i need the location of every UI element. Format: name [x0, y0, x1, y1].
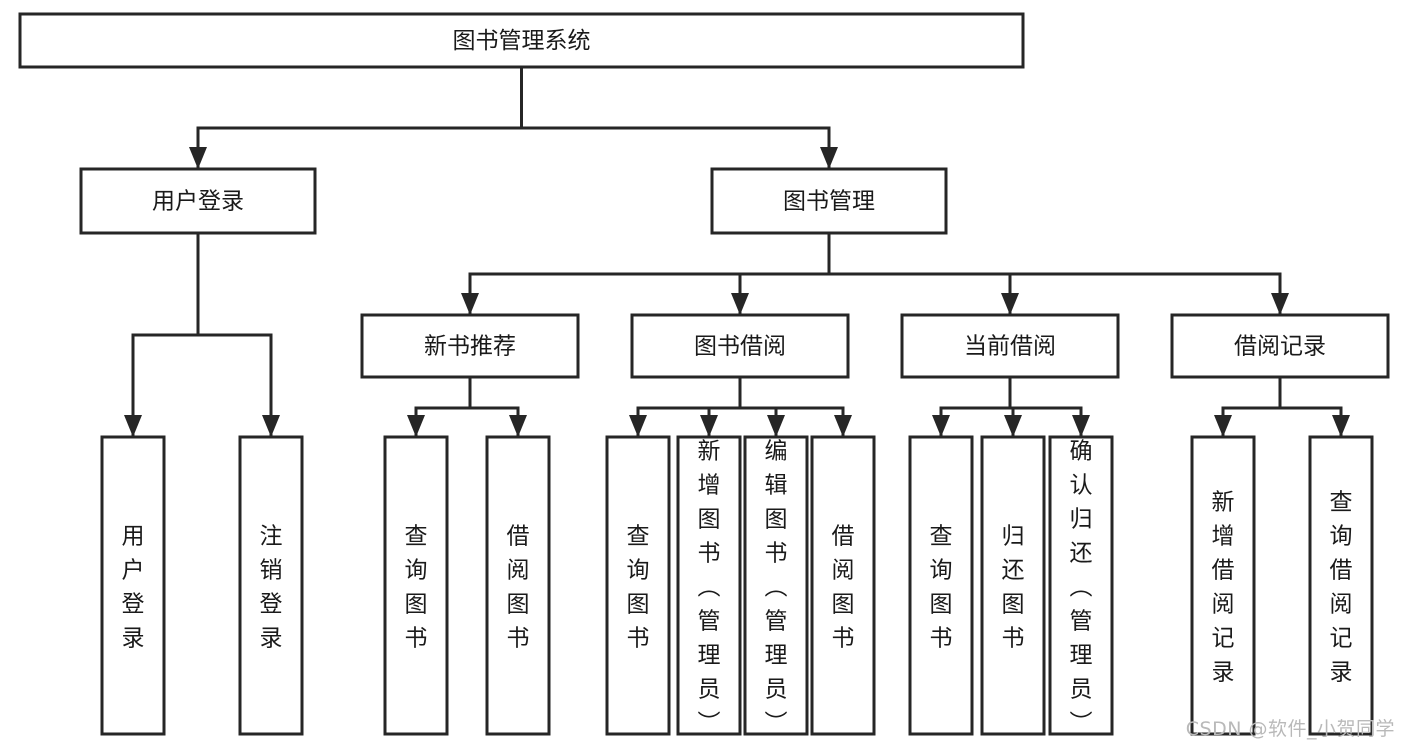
arrow-head-icon: [932, 415, 950, 437]
node-book-borrow-label: 图书借阅: [694, 334, 786, 360]
node-user-login[interactable]: [79, 167, 317, 235]
node-leaf-return-book[interactable]: [980, 435, 1046, 736]
arrow-head-icon: [189, 147, 207, 169]
node-borrow-record[interactable]: [1170, 313, 1390, 379]
arrow-head-icon: [834, 415, 852, 437]
node-leaf-query-book-rec[interactable]: [383, 435, 449, 736]
arrow-head-icon: [1214, 415, 1232, 437]
node-layer: 图书管理系统用户登录图书管理新书推荐图书借阅当前借阅借阅记录用户登录注销登录查询…: [18, 12, 1390, 737]
node-leaf-query-book-cur[interactable]: [908, 435, 974, 736]
connector-layer: [124, 65, 1350, 439]
arrow-head-icon: [1332, 415, 1350, 437]
node-leaf-borrow-book[interactable]: [810, 435, 876, 736]
node-leaf-add-record[interactable]: [1190, 435, 1256, 736]
node-leaf-query-book-borrow-label: 查询图书: [627, 524, 650, 652]
node-leaf-borrow-book-label: 借阅图书: [832, 524, 855, 652]
node-book-manage-label: 图书管理: [783, 189, 875, 215]
arrow-head-icon: [820, 147, 838, 169]
node-leaf-confirm-return-label: 确认归还︵管理员︶: [1070, 439, 1093, 737]
arrow-head-icon: [262, 415, 280, 437]
node-current-borrow-label: 当前借阅: [964, 334, 1056, 360]
arrow-head-icon: [461, 293, 479, 315]
node-leaf-user-login-label: 用户登录: [122, 524, 145, 652]
node-root-system[interactable]: [18, 12, 1025, 69]
node-new-book-rec[interactable]: [360, 313, 580, 379]
node-current-borrow[interactable]: [900, 313, 1120, 379]
arrow-head-icon: [1001, 293, 1019, 315]
arrow-head-icon: [124, 415, 142, 437]
node-leaf-logout-login[interactable]: [238, 435, 304, 736]
node-leaf-query-book-cur-label: 查询图书: [930, 524, 953, 652]
node-leaf-query-record[interactable]: [1308, 435, 1374, 736]
arrow-head-icon: [731, 293, 749, 315]
node-leaf-add-book-label: 新增图书︵管理员︶: [698, 439, 721, 737]
node-leaf-edit-book[interactable]: [743, 435, 809, 736]
node-leaf-add-book[interactable]: [676, 435, 742, 736]
arrow-head-icon: [1004, 415, 1022, 437]
arrow-head-icon: [509, 415, 527, 437]
arrow-head-icon: [1271, 293, 1289, 315]
node-new-book-rec-label: 新书推荐: [424, 334, 516, 360]
arrow-head-icon: [407, 415, 425, 437]
node-user-login-label: 用户登录: [152, 189, 244, 215]
node-leaf-edit-book-label: 编辑图书︵管理员︶: [765, 439, 788, 737]
node-leaf-query-record-label: 查询借阅记录: [1330, 490, 1353, 686]
arrow-head-icon: [629, 415, 647, 437]
arrow-head-icon: [767, 415, 785, 437]
node-leaf-query-book-borrow[interactable]: [605, 435, 671, 736]
node-book-manage[interactable]: [710, 167, 948, 235]
arrow-head-icon: [1072, 415, 1090, 437]
node-leaf-borrow-book-rec-label: 借阅图书: [507, 524, 530, 652]
node-leaf-user-login[interactable]: [100, 435, 166, 736]
node-leaf-return-book-label: 归还图书: [1002, 524, 1025, 652]
node-borrow-record-label: 借阅记录: [1234, 334, 1326, 360]
arrow-head-icon: [700, 415, 718, 437]
watermark-text: CSDN @软件_小贺同学: [1185, 718, 1395, 740]
node-leaf-query-book-rec-label: 查询图书: [405, 524, 428, 652]
node-leaf-borrow-book-rec[interactable]: [485, 435, 551, 736]
node-root-label: 图书管理系统: [453, 28, 591, 54]
node-book-borrow[interactable]: [630, 313, 850, 379]
node-leaf-add-record-label: 新增借阅记录: [1212, 490, 1235, 686]
node-leaf-confirm-return[interactable]: [1048, 435, 1114, 736]
node-leaf-logout-login-label: 注销登录: [260, 524, 283, 652]
